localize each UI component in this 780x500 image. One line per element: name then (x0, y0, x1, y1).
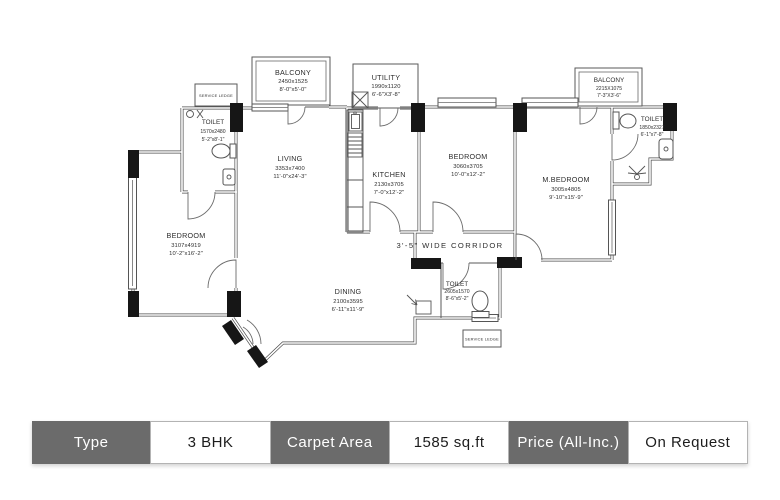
room-name: DINING (335, 287, 362, 296)
room-label-master-bedroom: M.BEDROOM 3005x4805 9'-10"x15'-9" (542, 175, 589, 201)
room-name: TOILET (446, 281, 468, 288)
room-dim-ft: 5'-2"x8'-1" (202, 137, 225, 143)
window-living-balcony (251, 103, 289, 112)
room-name: TOILET (202, 119, 224, 126)
spec-label-carpet-area: Carpet Area (270, 421, 389, 464)
room-label-bedroom-mid: BEDROOM 3060x3705 10'-0"x12'-2" (449, 152, 488, 178)
room-dim-mm: 2215X1075 (596, 86, 622, 92)
room-name: BEDROOM (449, 152, 488, 161)
room-name: BEDROOM (167, 231, 206, 240)
walls (131, 105, 674, 365)
room-name: BALCONY (594, 77, 625, 84)
window-master-bedroom-right (608, 199, 616, 256)
room-dim-mm: 1990x1120 (371, 84, 400, 90)
room-name: BALCONY (275, 68, 311, 77)
columns (128, 103, 677, 317)
door-bedroom-left (207, 259, 237, 289)
spec-label-price: Price (All-Inc.) (509, 421, 628, 464)
basin-top-left (222, 168, 236, 186)
wc-top-right (612, 111, 637, 130)
door-balcony-top-right (579, 106, 598, 125)
balcony-top-left (251, 56, 331, 106)
room-dim-mm: 3060x3705 (453, 164, 483, 170)
room-label-balcony-top-left: BALCONY 2450x1525 8'-0"x5'-0" (275, 68, 311, 93)
window-master-bedroom-top (521, 97, 579, 108)
wc-top-left (211, 143, 237, 159)
room-dim-ft: 10'-2"x16'-2" (169, 251, 203, 257)
room-dim-mm: 1570x2480 (200, 129, 225, 135)
service-ledge-bottom-box (462, 329, 502, 348)
vent-top-left (186, 109, 204, 119)
door-balcony-top-left (287, 106, 306, 125)
spec-value-price: On Request (627, 421, 748, 464)
wc-toilet-bottom (471, 290, 490, 318)
room-dim-ft: 8'-0"x5'-0" (279, 87, 306, 93)
fixtures (186, 91, 674, 318)
spec-label-type: Type (32, 421, 151, 464)
room-dim-ft: 11'-0"x24'-3" (273, 174, 306, 180)
doors (187, 106, 639, 290)
basin-top-right (658, 138, 674, 160)
door-kitchen (369, 201, 401, 233)
room-dim-mm: 2450x1525 (278, 79, 308, 85)
utility-room (352, 63, 419, 109)
room-dim-ft: 6'-1"x7'-8" (641, 132, 664, 138)
door-toilet-top-right (611, 133, 639, 161)
room-dim-ft: 9'-10"x15'-9" (549, 195, 583, 201)
room-dim-ft: 7'-0"x12'-2" (374, 190, 404, 196)
door-bedroom-mid (432, 201, 464, 233)
room-dim-mm: 3005x4805 (551, 187, 581, 193)
door-master-bedroom (515, 233, 543, 261)
room-dim-mm: 2605x1570 (444, 289, 469, 295)
partitions (305, 106, 497, 318)
room-name: TOILET (641, 116, 663, 123)
door-utility (379, 107, 399, 127)
room-dim-ft: 6'-6"X3'-8" (372, 92, 400, 98)
door-toilet-bottom (442, 262, 470, 290)
room-dim-ft: 8'-6"x5'-2" (446, 296, 469, 302)
room-name: M.BEDROOM (542, 175, 589, 184)
floor-plan: TOILET 1570x2480 5'-2"x8'-1" BALCONY 245… (128, 56, 677, 368)
shower-top-right (627, 165, 647, 180)
window-bedroom-mid (437, 97, 497, 108)
room-dim-mm: 1850x2327 (639, 125, 664, 131)
door-toilet-top-left (187, 191, 216, 220)
kitchen-counter (346, 109, 364, 233)
washer-utility (351, 91, 369, 109)
room-dim-mm: 2100x3595 (333, 299, 363, 305)
floor-plan-drawing: TOILET 1570x2480 5'-2"x8'-1" BALCONY 245… (128, 56, 677, 368)
window-left-bedroom (128, 176, 137, 290)
spec-table: Type 3 BHK Carpet Area 1585 sq.ft Price … (32, 421, 748, 464)
room-label-living: LIVING 3353x7400 11'-0"x24'-3" (273, 154, 306, 180)
corridor-label: 3'-5" WIDE CORRIDOR (396, 241, 503, 250)
service-ledge-bottom-label: SERVICE LEDGE (465, 337, 499, 342)
spec-value-type: 3 BHK (150, 421, 271, 464)
room-name: KITCHEN (372, 170, 405, 179)
room-dim-mm: 2130x3705 (374, 182, 404, 188)
room-dim-ft: 10'-0"x12'-2" (451, 172, 485, 178)
service-ledge-top-box (194, 83, 238, 107)
room-label-utility: UTILITY 1990x1120 6'-6"X3'-8" (371, 73, 400, 98)
balcony-top-right (574, 67, 643, 107)
room-label-toilet-top-left: TOILET 1570x2480 5'-2"x8'-1" (200, 119, 225, 143)
basin-toilet-bottom (406, 294, 432, 315)
room-label-dining: DINING 2100x3595 6'-11"x11'-9" (332, 287, 365, 313)
service-ledge-top-label: SERVICE LEDGE (199, 93, 233, 98)
entrance-door (222, 319, 268, 368)
room-dim-mm: 3107x4919 (171, 243, 201, 249)
room-label-toilet-top-right: TOILET 1850x2327 6'-1"x7'-8" (639, 116, 664, 138)
room-label-toilet-bottom: TOILET 2605x1570 8'-6"x5'-2" (444, 281, 469, 302)
room-label-balcony-top-right: BALCONY 2215X1075 7'-3"X3'-6" (594, 77, 625, 99)
room-label-bedroom-left: BEDROOM 3107x4919 10'-2"x16'-2" (167, 231, 206, 257)
room-name: LIVING (277, 154, 302, 163)
room-label-kitchen: KITCHEN 2130x3705 7'-0"x12'-2" (372, 170, 405, 196)
room-dim-ft: 7'-3"X3'-6" (597, 93, 621, 99)
room-dim-mm: 3353x7400 (275, 166, 305, 172)
spec-value-carpet-area: 1585 sq.ft (388, 421, 510, 464)
room-dim-ft: 6'-11"x11'-9" (332, 307, 365, 313)
room-name: UTILITY (372, 73, 401, 82)
